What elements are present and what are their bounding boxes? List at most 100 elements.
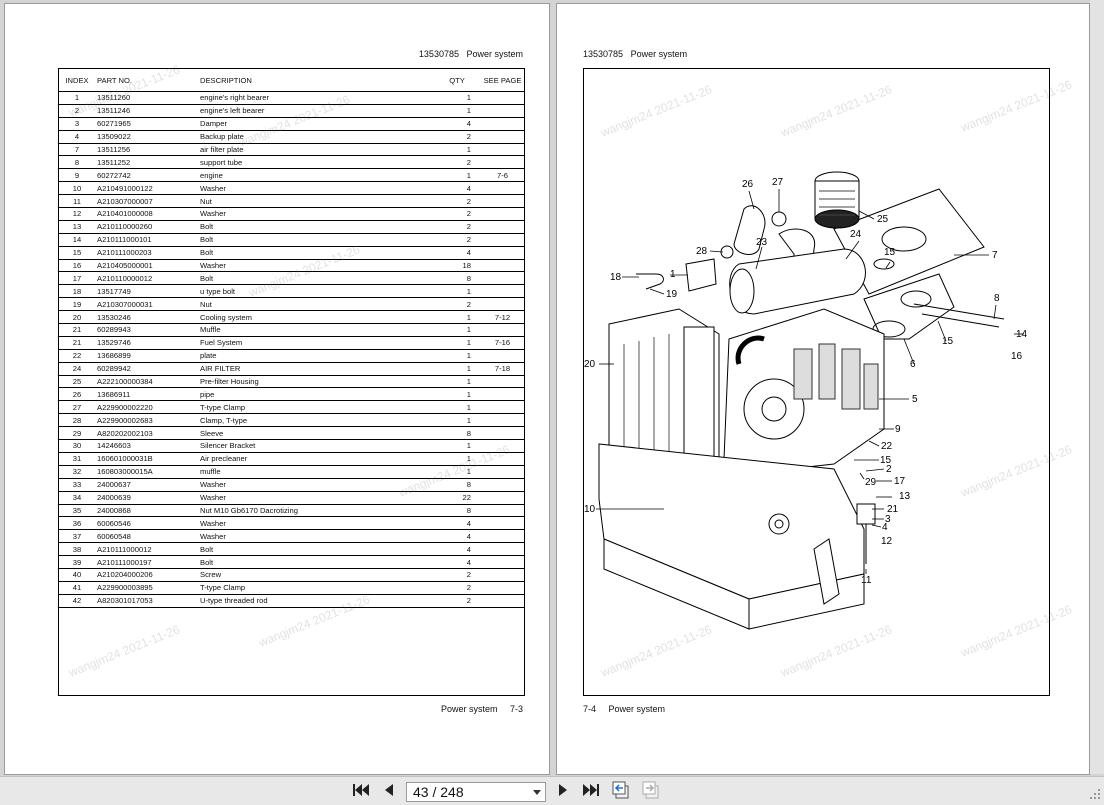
cell-part-no: 60060546: [95, 516, 198, 531]
cell-part-no: A229900003895: [95, 581, 198, 595]
cell-see-page: [481, 426, 524, 441]
cell-qty: 2: [433, 220, 481, 234]
next-page-button[interactable]: [552, 779, 574, 801]
cell-see-page: [481, 207, 524, 221]
scrollbar-thumb[interactable]: [1092, 3, 1102, 4]
cell-part-no: A229900002220: [95, 400, 198, 415]
cell-see-page: [481, 478, 524, 492]
cell-qty: 2: [433, 194, 481, 209]
cell-description: AIR FILTER: [198, 362, 433, 376]
right-footer-title: Power system: [608, 704, 666, 714]
cell-see-page: [481, 568, 524, 582]
cell-qty: 2: [433, 155, 481, 170]
cell-part-no: A210491000122: [95, 181, 198, 196]
cell-index: 8: [59, 155, 95, 170]
cell-description: Bolt: [198, 220, 433, 234]
vertical-scrollbar[interactable]: [1090, 0, 1104, 774]
cell-part-no: A820202002103: [95, 426, 198, 441]
cell-description: Washer: [198, 529, 433, 544]
cell-description: Nut: [198, 194, 433, 209]
cell-qty: 1: [433, 323, 481, 337]
cell-see-page: [481, 555, 524, 569]
navigation-toolbar: 43 / 248: [0, 776, 1104, 805]
cell-index: 21: [59, 323, 95, 337]
page-number-select[interactable]: 43 / 248: [406, 782, 546, 802]
cell-index: 42: [59, 594, 95, 608]
cell-see-page: [481, 233, 524, 247]
cell-description: Nut M10 Gb6170 Dacrotizing: [198, 504, 433, 518]
cell-description: Bolt: [198, 233, 433, 247]
cell-qty: 4: [433, 516, 481, 531]
cell-qty: 4: [433, 529, 481, 544]
cell-description: Bolt: [198, 542, 433, 557]
cell-qty: 1: [433, 349, 481, 363]
cell-see-page: [481, 516, 524, 531]
callout-number: 29: [865, 477, 877, 488]
cell-part-no: A210110000260: [95, 220, 198, 234]
cell-qty: 2: [433, 581, 481, 595]
first-page-button[interactable]: [350, 779, 372, 801]
callout-number: 22: [881, 441, 893, 452]
callout-number: 17: [894, 476, 906, 487]
cell-index: 25: [59, 375, 95, 389]
cell-part-no: 60271965: [95, 117, 198, 131]
cell-index: 14: [59, 233, 95, 247]
cell-qty: 4: [433, 117, 481, 131]
cell-index: 28: [59, 413, 95, 428]
cell-part-no: A210110000012: [95, 271, 198, 286]
cell-qty: 1: [433, 91, 481, 105]
cell-qty: 1: [433, 143, 481, 157]
cell-qty: 4: [433, 555, 481, 569]
callout-number: 25: [877, 214, 889, 225]
last-page-button[interactable]: [580, 779, 602, 801]
callout-number: 14: [1016, 329, 1028, 340]
go-forward-button[interactable]: [640, 779, 662, 801]
first-page-icon: [353, 784, 369, 796]
callout-number: 2: [886, 464, 892, 475]
cell-see-page: [481, 155, 524, 170]
cell-description: Damper: [198, 117, 433, 131]
cell-description: Sleeve: [198, 426, 433, 441]
cell-part-no: 13517749: [95, 284, 198, 299]
cell-qty: 1: [433, 362, 481, 376]
cell-description: Screw: [198, 568, 433, 582]
go-back-button[interactable]: [610, 779, 632, 801]
next-page-icon: [559, 784, 567, 796]
page-indicator: 43 / 248: [413, 784, 464, 800]
cell-qty: 1: [433, 465, 481, 479]
cell-qty: 8: [433, 504, 481, 518]
callout-number: 7: [992, 250, 998, 261]
cell-index: 15: [59, 246, 95, 260]
cell-description: T-type Clamp: [198, 581, 433, 595]
previous-page-button[interactable]: [378, 779, 400, 801]
cell-see-page: [481, 297, 524, 312]
left-header-code: 13530785: [418, 49, 459, 59]
cell-see-page: [481, 413, 524, 428]
cell-description: Clamp, T-type: [198, 413, 433, 428]
callout-number: 26: [742, 179, 754, 190]
callout-number: 15: [884, 247, 896, 258]
cell-index: 33: [59, 478, 95, 492]
cell-index: 2: [59, 104, 95, 118]
resize-grip-icon[interactable]: [1088, 787, 1102, 801]
cell-index: 26: [59, 387, 95, 402]
cell-part-no: 14246603: [95, 439, 198, 453]
left-footer-page: 7-3: [509, 704, 523, 714]
cell-index: 31: [59, 452, 95, 466]
cell-description: Bolt: [198, 555, 433, 569]
cell-part-no: A229900002683: [95, 413, 198, 428]
cell-see-page: [481, 284, 524, 299]
cell-description: Pre-filter Housing: [198, 375, 433, 389]
callout-number: 27: [772, 177, 784, 188]
callout-number: 10: [584, 504, 596, 515]
